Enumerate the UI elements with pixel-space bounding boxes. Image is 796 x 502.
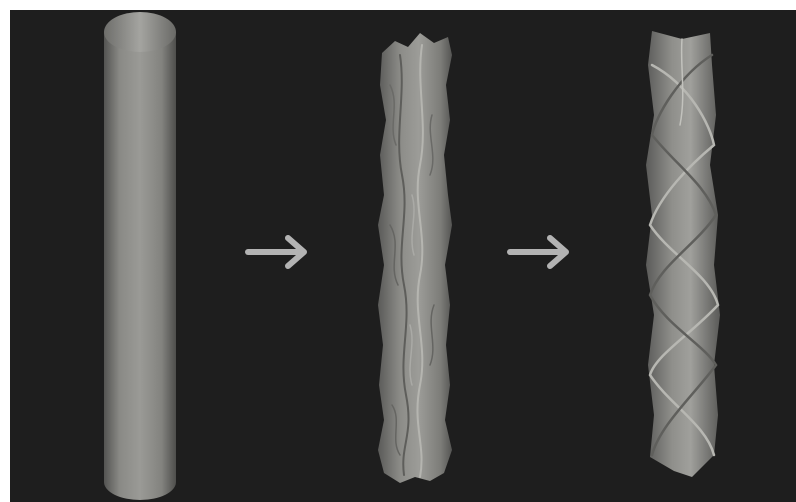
crumpled-column	[360, 25, 470, 490]
right-arrow-icon	[506, 232, 576, 272]
transformation-sequence	[10, 10, 796, 502]
illustration-frame	[10, 10, 796, 502]
smooth-cylinder	[90, 10, 190, 502]
twisted-column	[630, 25, 730, 485]
right-arrow-icon	[244, 232, 314, 272]
